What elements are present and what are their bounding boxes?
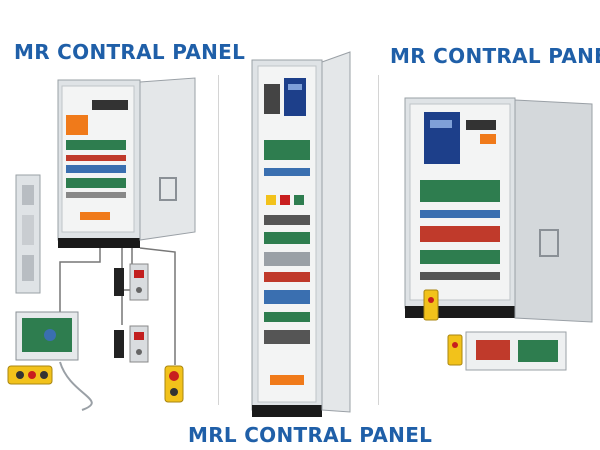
orange-device (66, 115, 88, 135)
inspection-box-icon (423, 289, 567, 371)
display-panel-icon (114, 325, 149, 363)
left-panel-title: MR CONTRAL PANEL (14, 40, 246, 64)
right-panel-title: MR CONTRAL PANEL (390, 44, 600, 68)
mr-control-cabinet-left (57, 77, 196, 248)
emergency-button-icon (164, 365, 184, 403)
mr-control-cabinet-right (404, 97, 593, 323)
inspection-box-icon (7, 311, 93, 411)
display-panel-icon (114, 263, 149, 301)
mrl-control-cabinet (251, 51, 351, 417)
divider-right (378, 75, 379, 405)
divider-left (218, 75, 219, 405)
landing-rail (15, 174, 41, 294)
bottom-panel-title: MRL CONTRAL PANEL (188, 423, 433, 447)
